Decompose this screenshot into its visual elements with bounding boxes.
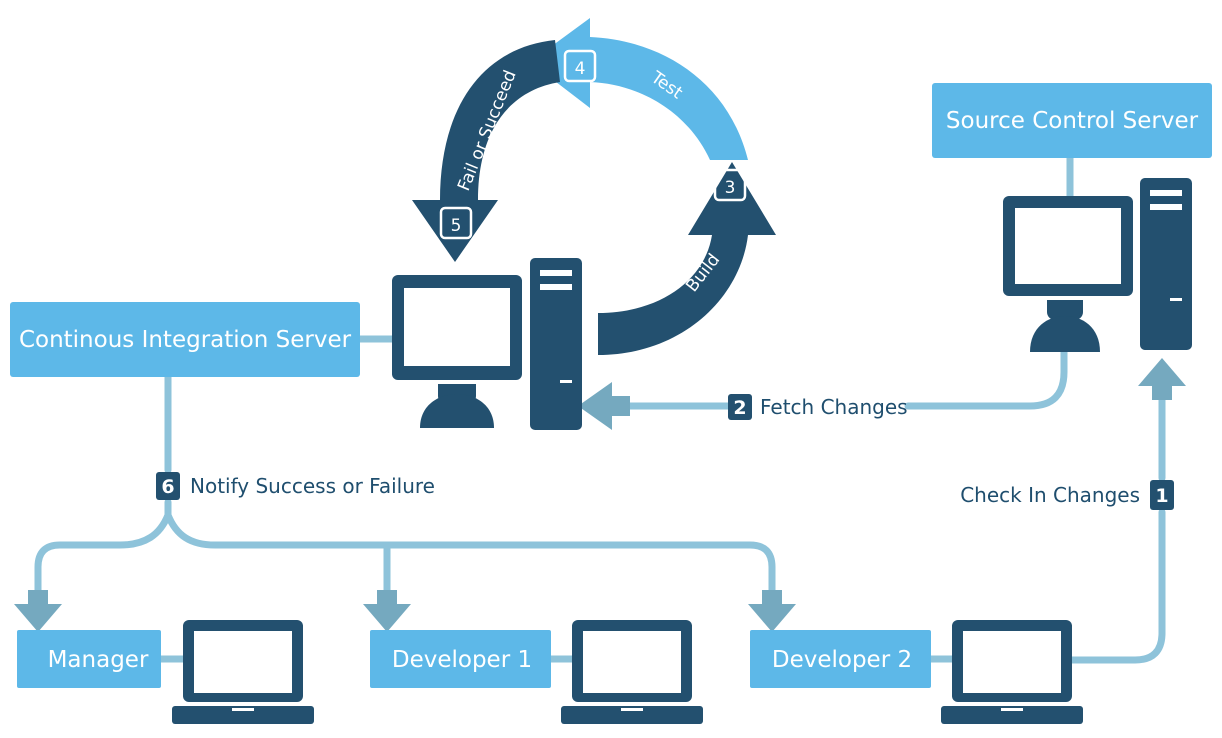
ci-server-label: Continous Integration Server — [19, 327, 352, 353]
ci-tower-pc-icon — [530, 258, 582, 430]
arrow-to-source-tower — [1138, 358, 1186, 400]
developer2-label: Developer 2 — [772, 647, 912, 673]
test-arc — [530, 18, 748, 160]
build-arc — [598, 162, 776, 355]
source-control-label: Source Control Server — [946, 108, 1199, 134]
flow-arrows — [14, 358, 1186, 632]
arrow-to-ci-tower — [578, 382, 630, 430]
ci-user-icon — [420, 384, 494, 428]
badge-2-icon — [728, 394, 752, 420]
arrow-to-manager — [14, 590, 62, 632]
developer1-box — [370, 630, 551, 688]
developer1-laptop-icon — [561, 620, 703, 724]
notify-label: Notify Success or Failure — [190, 474, 435, 498]
connectors — [34, 154, 1166, 664]
source-desktop-monitor-icon — [1003, 196, 1133, 296]
source-user-icon — [1030, 300, 1100, 352]
badge-5-icon — [439, 206, 473, 240]
ci-server-box — [10, 302, 360, 377]
build-test-cycle: 3 4 5 Build Test Fail or Succeed — [412, 18, 776, 355]
badge-6-icon — [156, 472, 180, 500]
source-tower-pc-icon — [1140, 178, 1192, 350]
step-2-fetch: 2 Fetch Changes — [728, 394, 908, 420]
badge-3-number: 3 — [725, 178, 736, 198]
arrow-to-dev2 — [748, 590, 796, 632]
check-in-changes-label: Check In Changes — [960, 483, 1140, 507]
step-1-checkin: Check In Changes 1 — [960, 480, 1174, 510]
source-control-box — [932, 83, 1212, 158]
badge-5-number: 5 — [451, 216, 462, 236]
badge-4-icon — [563, 49, 597, 83]
badge-2-number: 2 — [733, 397, 746, 419]
ci-desktop-monitor-icon — [392, 275, 522, 380]
fail-succeed-arc — [412, 40, 560, 262]
fetch-line-right — [904, 348, 1068, 410]
badge-3-icon — [713, 168, 747, 202]
manager-label: Manager — [48, 647, 149, 673]
manager-laptop-icon — [172, 620, 314, 724]
badge-4-number: 4 — [575, 59, 586, 79]
badge-6-number: 6 — [161, 476, 174, 498]
badge-1-number: 1 — [1155, 485, 1168, 507]
arrow-to-dev1 — [363, 590, 411, 632]
branch-dev2-line — [164, 511, 776, 594]
fetch-changes-label: Fetch Changes — [760, 395, 908, 419]
developer1-label: Developer 1 — [392, 647, 532, 673]
developer2-laptop-icon — [941, 620, 1083, 724]
branch-manager-line — [34, 511, 172, 594]
manager-box — [17, 630, 161, 688]
step-6-notify: 6 Notify Success or Failure — [156, 472, 435, 500]
badge-1-icon — [1150, 480, 1174, 510]
developer2-box — [750, 630, 931, 688]
checkin-line — [1068, 508, 1166, 664]
